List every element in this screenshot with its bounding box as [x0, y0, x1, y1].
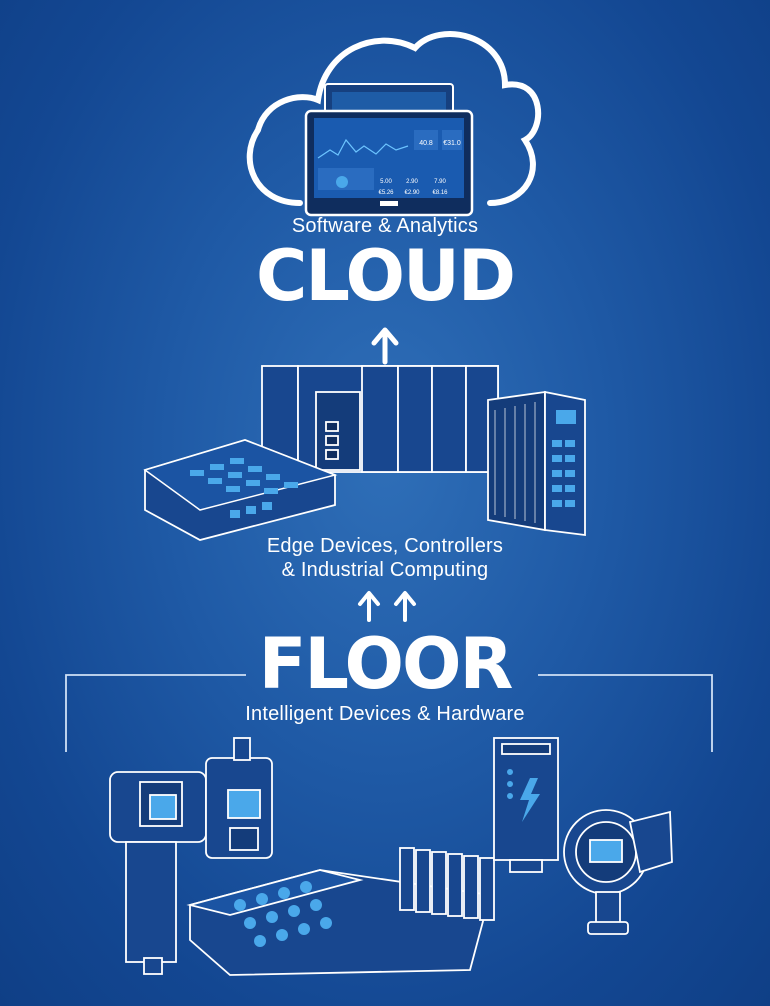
- edge-gateway: [143, 439, 338, 541]
- readout-1: 40.8: [419, 140, 433, 147]
- arrow-up-icon: [358, 591, 416, 622]
- readout-8: €8.16: [432, 190, 448, 196]
- dashboard-tablet: 40.8 €31.0 5.00 2.90 7.90 €5.26 €2.90 €8…: [304, 109, 474, 217]
- industrial-pc: [487, 390, 586, 537]
- cloud-icon: [246, 31, 541, 206]
- edge-label-line1: Edge Devices, Controllers: [266, 535, 504, 557]
- floor-bracket: [65, 674, 713, 752]
- cloud-subtitle: Software & Analytics: [291, 215, 479, 237]
- readout-4: 2.90: [406, 179, 418, 185]
- flow-meter: [109, 737, 273, 975]
- floor-subtitle: Intelligent Devices & Hardware: [245, 703, 525, 725]
- power-supply: [493, 737, 559, 873]
- valve-terminal: [186, 847, 495, 976]
- readout-3: 5.00: [380, 179, 392, 185]
- floor-title: FLOOR: [258, 623, 514, 705]
- arrow-up-icon: [371, 327, 399, 365]
- readout-5: 7.90: [434, 179, 446, 185]
- readout-7: €2.90: [404, 190, 420, 196]
- lightning-icon: [520, 778, 540, 822]
- controller-rack: [261, 365, 499, 473]
- pressure-transmitter: [563, 809, 673, 935]
- edge-label-line2: & Industrial Computing: [281, 559, 489, 581]
- cloud-title: CLOUD: [256, 235, 516, 317]
- readout-6: €5.26: [378, 190, 394, 196]
- readout-2: €31.0: [443, 140, 461, 147]
